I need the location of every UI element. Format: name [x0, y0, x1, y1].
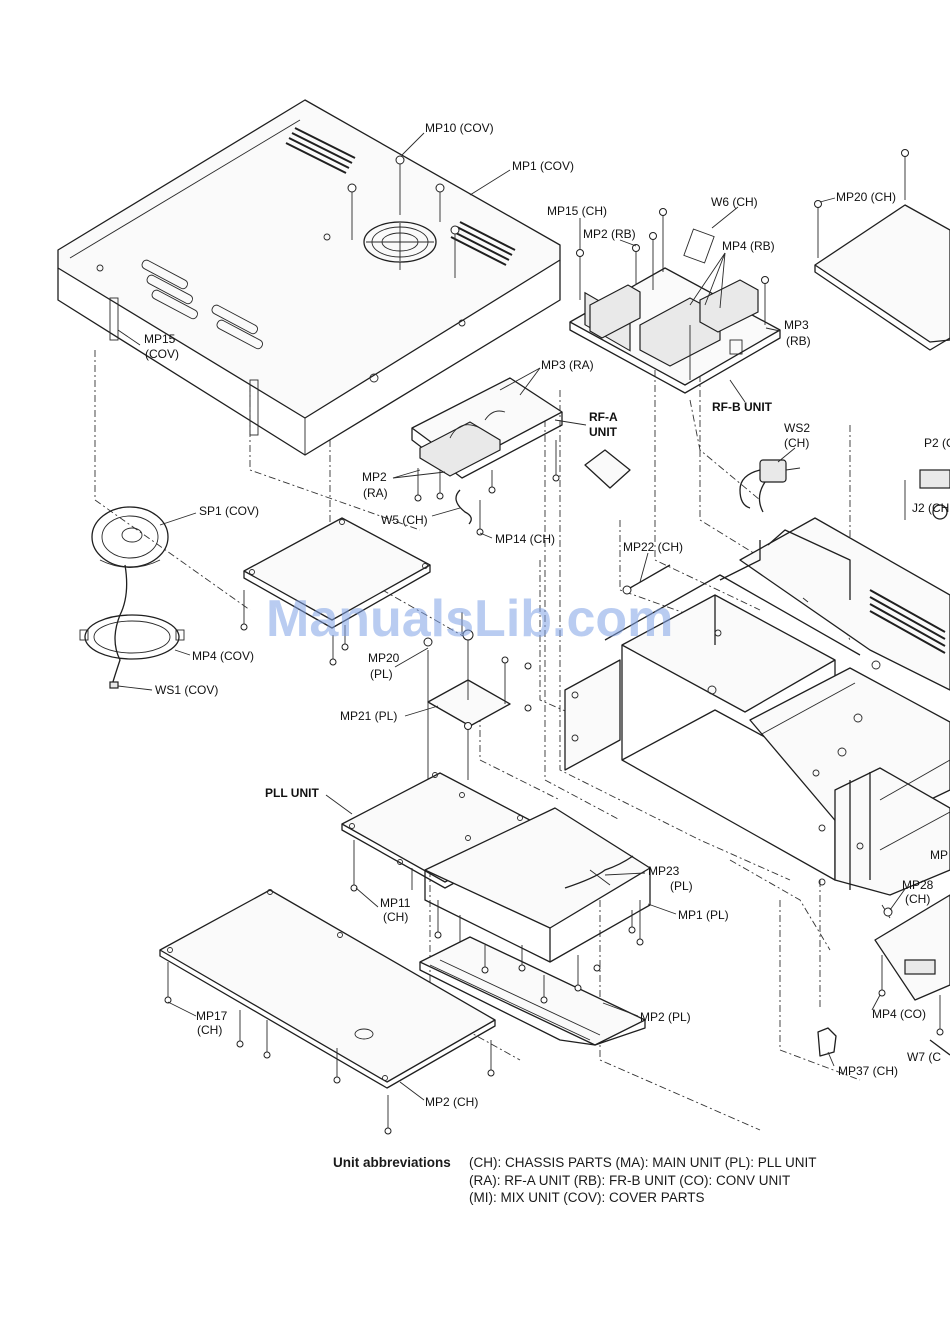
label-mp4-rb: MP4 (RB): [722, 239, 775, 253]
label-mp4-co: MP4 (CO): [872, 1007, 926, 1021]
top-cover-screws: [347, 155, 460, 278]
label-p2-partial: P2 (C: [924, 436, 950, 450]
pll-unit: [341, 772, 651, 963]
speaker-sp1: [91, 506, 169, 568]
label-mp2-pl: MP2 (PL): [640, 1010, 691, 1024]
label-mp2-ch: MP2 (CH): [425, 1095, 478, 1109]
label-mp17-ch: MP17: [196, 1009, 228, 1023]
legend-title: Unit abbreviations: [333, 1155, 451, 1170]
ws2-cable: [739, 459, 801, 513]
label-mp11-ch-unit: (CH): [383, 910, 408, 924]
label-mp1-cov: MP1 (COV): [512, 159, 574, 173]
label-mp17-ch-unit: (CH): [197, 1023, 222, 1037]
label-ws1-cov: WS1 (COV): [155, 683, 218, 697]
part-labels: MP10 (COV) MP1 (COV) MP15 (CH) MP2 (RB) …: [144, 121, 950, 1109]
label-mp15-cov: MP15: [144, 332, 176, 346]
label-mp15-ch: MP15 (CH): [547, 204, 607, 218]
p2-j2-connectors: [904, 469, 950, 520]
label-mp23-pl: MP23: [648, 864, 680, 878]
label-mp14-ch: MP14 (CH): [495, 532, 555, 546]
label-w6-ch: W6 (CH): [711, 195, 758, 209]
mid-left-board: [240, 517, 431, 666]
watermark: ManualsLib.com: [266, 590, 673, 648]
label-mp21-pl: MP21 (PL): [340, 709, 397, 723]
label-rf-a-unit-2: UNIT: [589, 425, 618, 439]
mp20-ch-panel: [814, 149, 950, 351]
label-mp3-rb: MP3: [784, 318, 809, 332]
mp21-bracket: [423, 612, 532, 820]
legend-line: (RA): RF-A UNIT (RB): FR-B UNIT (CO): CO…: [469, 1172, 791, 1188]
label-mp10-cov: MP10 (COV): [425, 121, 494, 135]
rf-b-unit: [569, 208, 781, 394]
rf-a-unit: [411, 377, 563, 536]
label-mp37-ch: MP37 (CH): [838, 1064, 898, 1078]
mp22-screw: [622, 564, 671, 595]
label-sp1-cov: SP1 (COV): [199, 504, 259, 518]
main-chassis: [564, 517, 950, 896]
label-mp20-pl: MP20: [368, 651, 400, 665]
label-mp4-cov: MP4 (COV): [192, 649, 254, 663]
label-ws2-ch-unit: (CH): [784, 436, 809, 450]
label-w7-partial: W7 (C: [907, 1050, 941, 1064]
label-rf-b-unit: RF-B UNIT: [712, 400, 773, 414]
label-mp15-cov-unit: (COV): [145, 347, 179, 361]
label-mp2-ra-unit: (RA): [363, 486, 388, 500]
label-mp2-rb: MP2 (RB): [583, 227, 636, 241]
label-mp28-ch: MP28: [902, 878, 934, 892]
label-mp1-pl: MP1 (PL): [678, 908, 729, 922]
label-mp23-pl-unit: (PL): [670, 879, 693, 893]
label-pll-unit: PLL UNIT: [265, 786, 319, 800]
legend-lines: (CH): CHASSIS PARTS (MA): MAIN UNIT (PL)…: [469, 1154, 817, 1207]
label-mp20-ch: MP20 (CH): [836, 190, 896, 204]
legend-line: (MI): MIX UNIT (COV): COVER PARTS: [469, 1190, 705, 1205]
speaker-ring-mp4: [79, 564, 185, 689]
label-ws2-ch: WS2: [784, 421, 810, 435]
label-mp28-ch-unit: (CH): [905, 892, 930, 906]
conv-unit-partial: [817, 894, 950, 1057]
top-cover: [57, 99, 561, 456]
label-mp3-ra: MP3 (RA): [541, 358, 594, 372]
pll-shield-base: [419, 936, 646, 1046]
label-mp2-ra: MP2: [362, 470, 387, 484]
legend-line: (CH): CHASSIS PARTS (MA): MAIN UNIT (PL)…: [469, 1155, 817, 1170]
bottom-plate: [159, 889, 496, 1135]
label-mp20-pl-unit: (PL): [370, 667, 393, 681]
label-mp22-ch: MP22 (CH): [623, 540, 683, 554]
label-mp3-rb-unit: (RB): [786, 334, 811, 348]
label-mp11-ch: MP11: [380, 896, 411, 910]
insulator-sheet: [584, 449, 631, 489]
label-rf-a-unit: RF-A: [589, 410, 618, 424]
label-mp-partial: MP: [930, 848, 948, 862]
label-j2-partial: J2 (CH: [912, 501, 949, 515]
leader-lines: [117, 132, 906, 1101]
label-w5-ch: W5 (CH): [381, 513, 428, 527]
